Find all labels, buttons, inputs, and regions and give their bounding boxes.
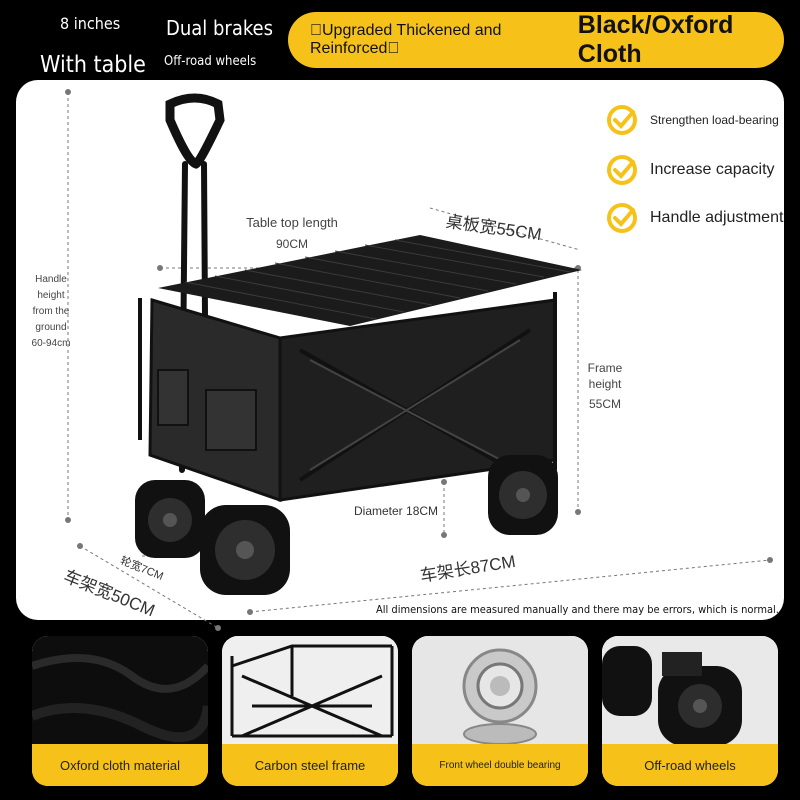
wheels-text: Off-road wheels [164,54,257,69]
banner-prefix:  Upgraded Thickened and Reinforced  [310,22,502,57]
check-circle-icon [607,203,637,233]
frame-height-label: Frame height [587,361,623,391]
card-label: Oxford cloth material [32,744,208,786]
feature-label: Strengthen load-bearing [650,113,779,127]
frame-height-value: 55CM [588,397,621,411]
card-off-road-wheels: Off-road wheels [602,636,778,786]
table-top-label: Table top length [246,215,338,230]
oxford-cloth-image [32,636,208,746]
card-oxford-cloth: Oxford cloth material [32,636,208,786]
feature-label: Handle adjustment [650,209,784,226]
bearing-image [412,636,588,746]
carbon-steel-frame-image [222,636,398,746]
card-label: Carbon steel frame [222,744,398,786]
material-banner:  Upgraded Thickened and Reinforced  Blac… [288,11,784,68]
size-text: 8 inches [60,14,121,33]
card-label: Front wheel double bearing [412,744,588,786]
banner-material: Black/Oxford Cloth [577,11,734,68]
table-text: With table [40,52,146,78]
card-label: Off-road wheels [602,744,778,786]
feature-handle-adjustment: Handle adjustment [606,202,783,234]
feature-load-bearing: Strengthen load-bearing [606,104,779,136]
card-bearing: Front wheel double bearing [412,636,588,786]
feature-capacity: Increase capacity [606,154,775,186]
diameter-label: Diameter 18CM [354,504,439,518]
check-circle-icon [607,155,637,185]
card-carbon-steel: Carbon steel frame [222,636,398,786]
table-top-value: 90CM [275,237,308,251]
wheel-front-left [135,480,205,558]
feature-label: Increase capacity [650,161,775,178]
handle-height-label: Handle height from the ground 60-94cm [31,274,71,349]
brake-text: Dual brakes [166,16,274,40]
disclaimer: All dimensions are measured manually and… [376,603,779,616]
check-circle-icon [607,105,637,135]
off-road-wheel-image [602,636,778,746]
